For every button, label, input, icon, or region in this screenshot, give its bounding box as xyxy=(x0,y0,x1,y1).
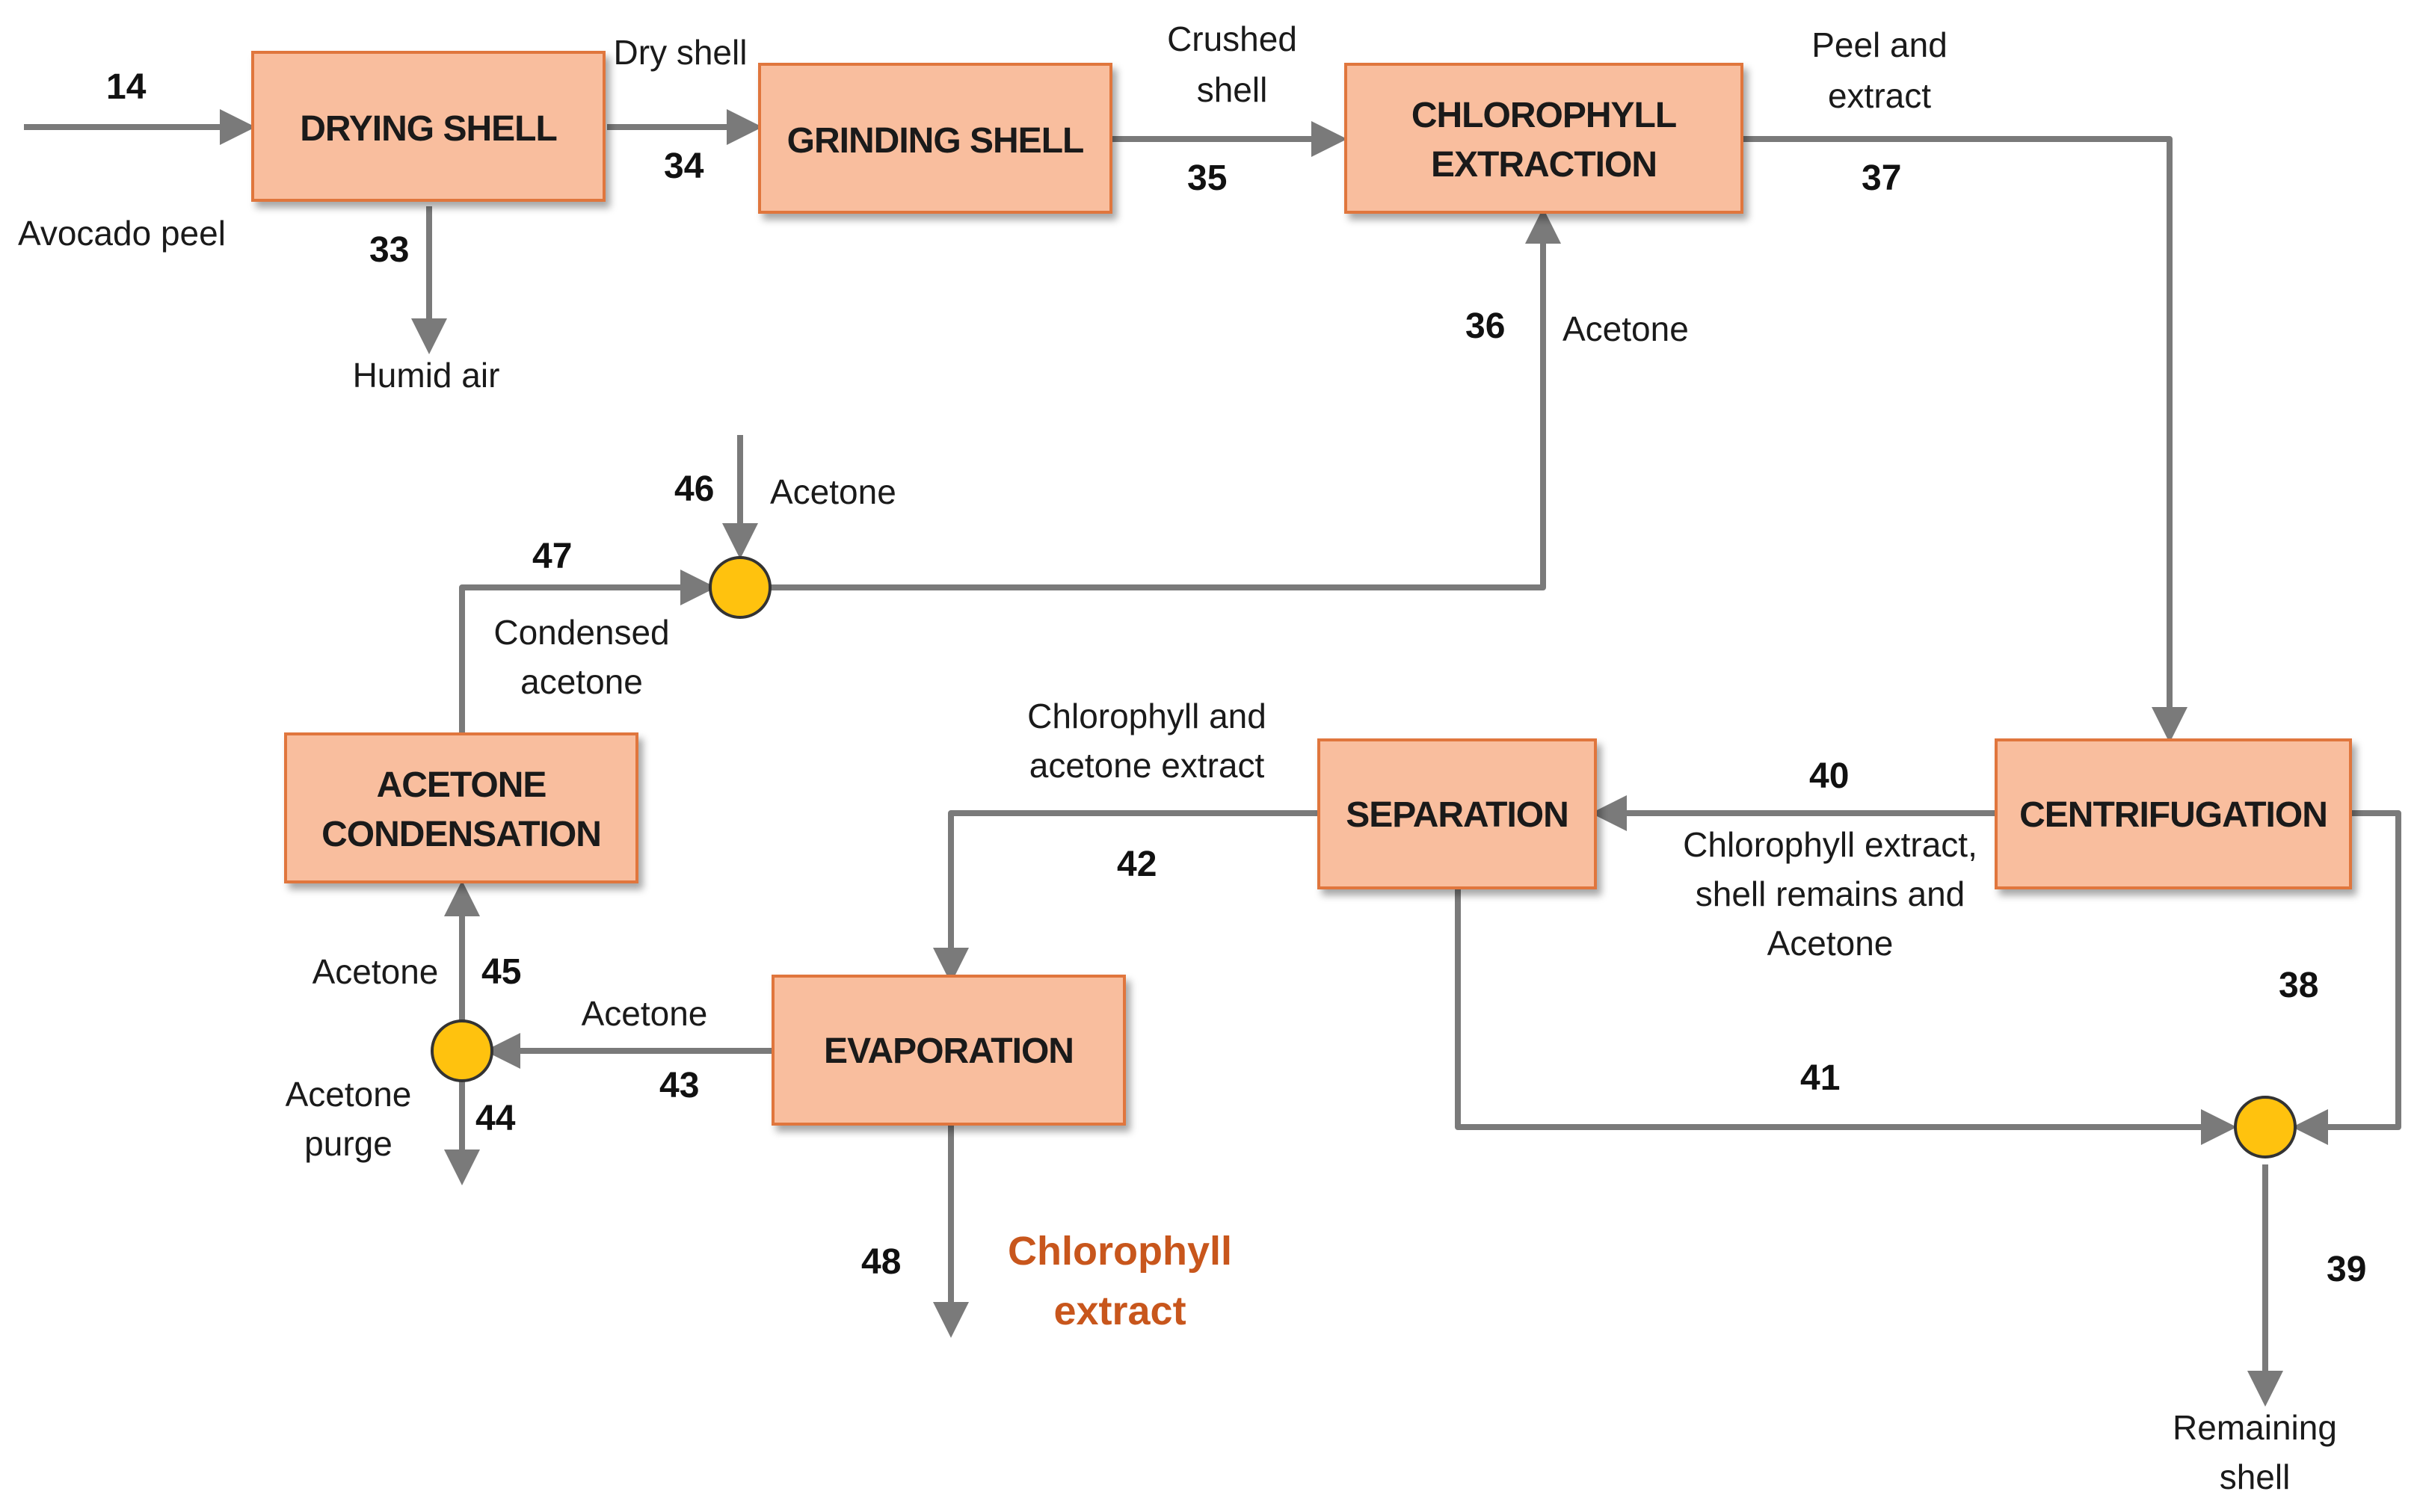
stream-number-40: 40 xyxy=(1809,756,1849,796)
product-label-chlorophyll-extract-2: extract xyxy=(1053,1289,1186,1333)
flow-lines xyxy=(24,109,2401,1407)
stream-number-37: 37 xyxy=(1862,158,1901,198)
stream-label-peel-extract-1: Peel and xyxy=(1811,25,1948,64)
unit-grinding-shell: GRINDING SHELL xyxy=(758,63,1112,214)
stream-number-48: 48 xyxy=(861,1242,901,1282)
stream-number-33: 33 xyxy=(369,230,409,270)
stream-label-acetone-36: Acetone xyxy=(1562,309,1689,348)
unit-evaporation: EVAPORATION xyxy=(772,975,1126,1126)
unit-chlorophyll-extraction-label-1: CHLOROPHYLL xyxy=(1411,96,1676,135)
unit-evaporation-label: EVAPORATION xyxy=(824,1031,1074,1071)
unit-centrifugation-label: CENTRIFUGATION xyxy=(2019,795,2327,835)
stream-label-acetone-45: Acetone xyxy=(312,952,439,991)
unit-acetone-condensation-label-1: ACETONE xyxy=(377,765,546,805)
unit-chlorophyll-extraction-label-2: EXTRACTION xyxy=(1431,145,1657,185)
flow-line-37 xyxy=(1742,136,2187,743)
stream-label-condensed-acetone-2: acetone xyxy=(520,662,643,701)
unit-acetone-condensation: ACETONE CONDENSATION xyxy=(284,732,638,883)
stream-number-38: 38 xyxy=(2279,966,2318,1005)
stream-label-acetone-46: Acetone xyxy=(770,472,896,511)
stream-number-42: 42 xyxy=(1117,845,1157,884)
stream-number-43: 43 xyxy=(659,1066,699,1105)
flow-line-36 xyxy=(770,208,1561,590)
unit-grinding-shell-label: GRINDING SHELL xyxy=(787,121,1084,161)
unit-drying-shell: DRYING SHELL xyxy=(251,51,606,202)
flow-line-38 xyxy=(2292,810,2401,1145)
stream-number-36: 36 xyxy=(1465,306,1505,346)
product-label-chlorophyll-extract-1: Chlorophyll xyxy=(1008,1229,1232,1274)
stream-number-35: 35 xyxy=(1187,158,1227,198)
stream-label-crushed-shell-1: Crushed xyxy=(1167,19,1297,58)
stream-label-humid-air: Humid air xyxy=(353,356,500,395)
stream-label-centrifuge-out-3: Acetone xyxy=(1767,924,1894,963)
stream-numbers: 14 33 34 35 36 37 38 39 40 41 42 43 44 4… xyxy=(106,67,2366,1289)
stream-number-45: 45 xyxy=(481,952,521,992)
stream-number-41: 41 xyxy=(1800,1058,1840,1098)
mixer-remaining-shell xyxy=(2234,1096,2297,1158)
stream-label-acetone-purge-2: purge xyxy=(304,1124,392,1163)
mixer-acetone-recycle xyxy=(709,556,772,619)
unit-drying-shell-label: DRYING SHELL xyxy=(300,109,557,149)
stream-label-dry-shell: Dry shell xyxy=(614,33,748,72)
stream-label-chl-acetone-2: acetone extract xyxy=(1029,746,1265,785)
stream-label-peel-extract-2: extract xyxy=(1828,76,1931,115)
stream-label-condensed-acetone-1: Condensed xyxy=(493,613,669,652)
stream-number-47: 47 xyxy=(532,537,572,576)
stream-label-acetone-43: Acetone xyxy=(582,994,708,1033)
stream-number-14: 14 xyxy=(106,67,147,107)
stream-label-centrifuge-out-2: shell remains and xyxy=(1696,874,1965,913)
stream-number-44: 44 xyxy=(475,1099,516,1138)
stream-number-34: 34 xyxy=(664,146,704,186)
flow-line-42 xyxy=(933,810,1319,984)
unit-acetone-condensation-label-2: CONDENSATION xyxy=(321,815,601,854)
stream-label-acetone-purge-1: Acetone xyxy=(286,1075,412,1114)
unit-separation-label: SEPARATION xyxy=(1346,795,1568,835)
mixer-acetone-purge xyxy=(431,1019,493,1082)
stream-number-46: 46 xyxy=(674,469,714,509)
unit-separation: SEPARATION xyxy=(1317,738,1597,889)
unit-centrifugation: CENTRIFUGATION xyxy=(1995,738,2352,889)
flow-line-41 xyxy=(1455,889,2237,1145)
stream-number-39: 39 xyxy=(2327,1250,2366,1289)
stream-labels: Avocado peel Humid air Dry shell Crushed… xyxy=(18,19,2337,1496)
stream-label-chl-acetone-1: Chlorophyll and xyxy=(1027,697,1266,735)
flow-line-47 xyxy=(459,570,716,734)
stream-label-centrifuge-out-1: Chlorophyll extract, xyxy=(1683,825,1977,864)
stream-label-avocado-peel: Avocado peel xyxy=(18,214,226,253)
unit-chlorophyll-extraction: CHLOROPHYLL EXTRACTION xyxy=(1344,63,1743,214)
stream-label-remaining-shell-1: Remaining xyxy=(2173,1408,2337,1447)
stream-label-remaining-shell-2: shell xyxy=(2220,1457,2291,1496)
stream-label-crushed-shell-2: shell xyxy=(1197,70,1268,109)
